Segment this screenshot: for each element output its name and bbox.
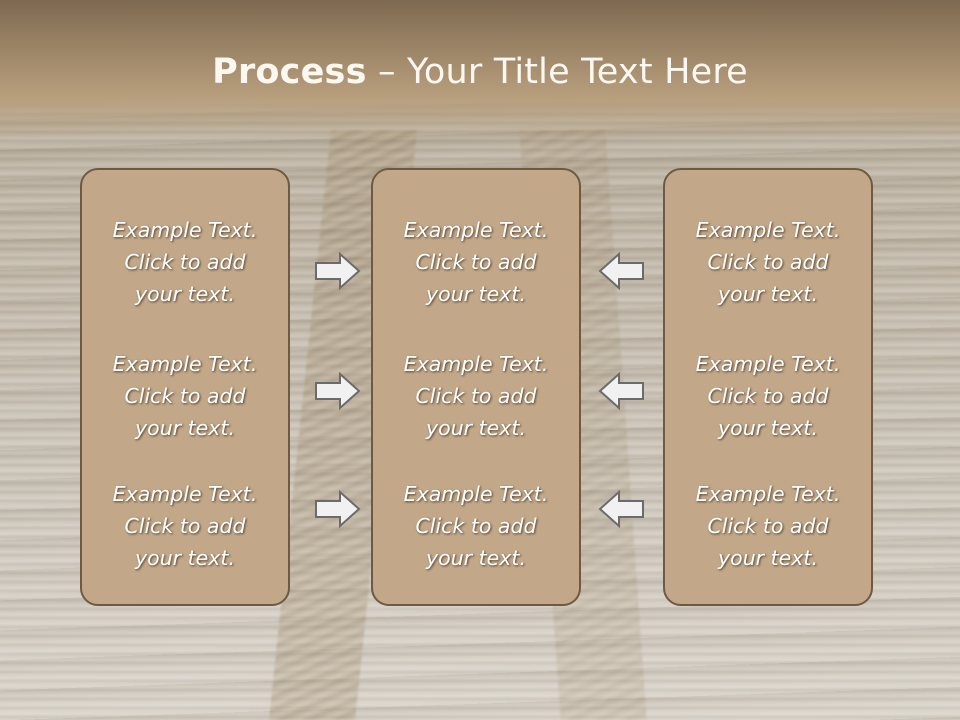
text-line: your text. [718,416,818,440]
text-line: Example Text. [112,352,258,376]
text-line: Example Text. [695,352,841,376]
left-arrow-icon[interactable] [597,371,645,411]
text-placeholder[interactable]: Example Text. Click to add your text. [665,478,871,574]
text-line: Example Text. [695,482,841,506]
text-placeholder[interactable]: Example Text. Click to add your text. [82,348,288,444]
text-line: Example Text. [403,352,549,376]
text-line: Example Text. [403,218,549,242]
text-line: Click to add [707,384,829,408]
text-line: your text. [718,546,818,570]
right-arrow-icon[interactable] [314,371,362,411]
text-placeholder[interactable]: Example Text. Click to add your text. [373,214,579,310]
text-line: Example Text. [112,482,258,506]
text-placeholder[interactable]: Example Text. Click to add your text. [665,348,871,444]
text-placeholder[interactable]: Example Text. Click to add your text. [82,214,288,310]
text-placeholder[interactable]: Example Text. Click to add your text. [665,214,871,310]
text-line: your text. [135,416,235,440]
text-line: Click to add [124,384,246,408]
left-arrow-icon[interactable] [597,489,645,529]
text-line: your text. [426,546,526,570]
process-box-right[interactable]: Example Text. Click to add your text. Ex… [663,168,873,606]
text-line: your text. [426,282,526,306]
process-box-center[interactable]: Example Text. Click to add your text. Ex… [371,168,581,606]
text-line: your text. [135,282,235,306]
title-banner [0,0,960,140]
text-placeholder[interactable]: Example Text. Click to add your text. [82,478,288,574]
text-line: Example Text. [695,218,841,242]
text-line: Click to add [707,514,829,538]
left-arrow-icon[interactable] [597,251,645,291]
text-line: Click to add [415,250,537,274]
text-line: Click to add [415,384,537,408]
text-line: Example Text. [403,482,549,506]
process-box-left[interactable]: Example Text. Click to add your text. Ex… [80,168,290,606]
right-arrow-icon[interactable] [314,251,362,291]
text-line: Click to add [415,514,537,538]
text-placeholder[interactable]: Example Text. Click to add your text. [373,348,579,444]
slide-title[interactable]: Process – Your Title Text Here [0,52,960,92]
text-line: Example Text. [112,218,258,242]
text-placeholder[interactable]: Example Text. Click to add your text. [373,478,579,574]
title-bold: Process [212,52,367,92]
text-line: Click to add [707,250,829,274]
text-line: Click to add [124,514,246,538]
title-rest: – Your Title Text Here [366,52,748,92]
text-line: your text. [135,546,235,570]
text-line: your text. [718,282,818,306]
text-line: Click to add [124,250,246,274]
text-line: your text. [426,416,526,440]
right-arrow-icon[interactable] [314,489,362,529]
